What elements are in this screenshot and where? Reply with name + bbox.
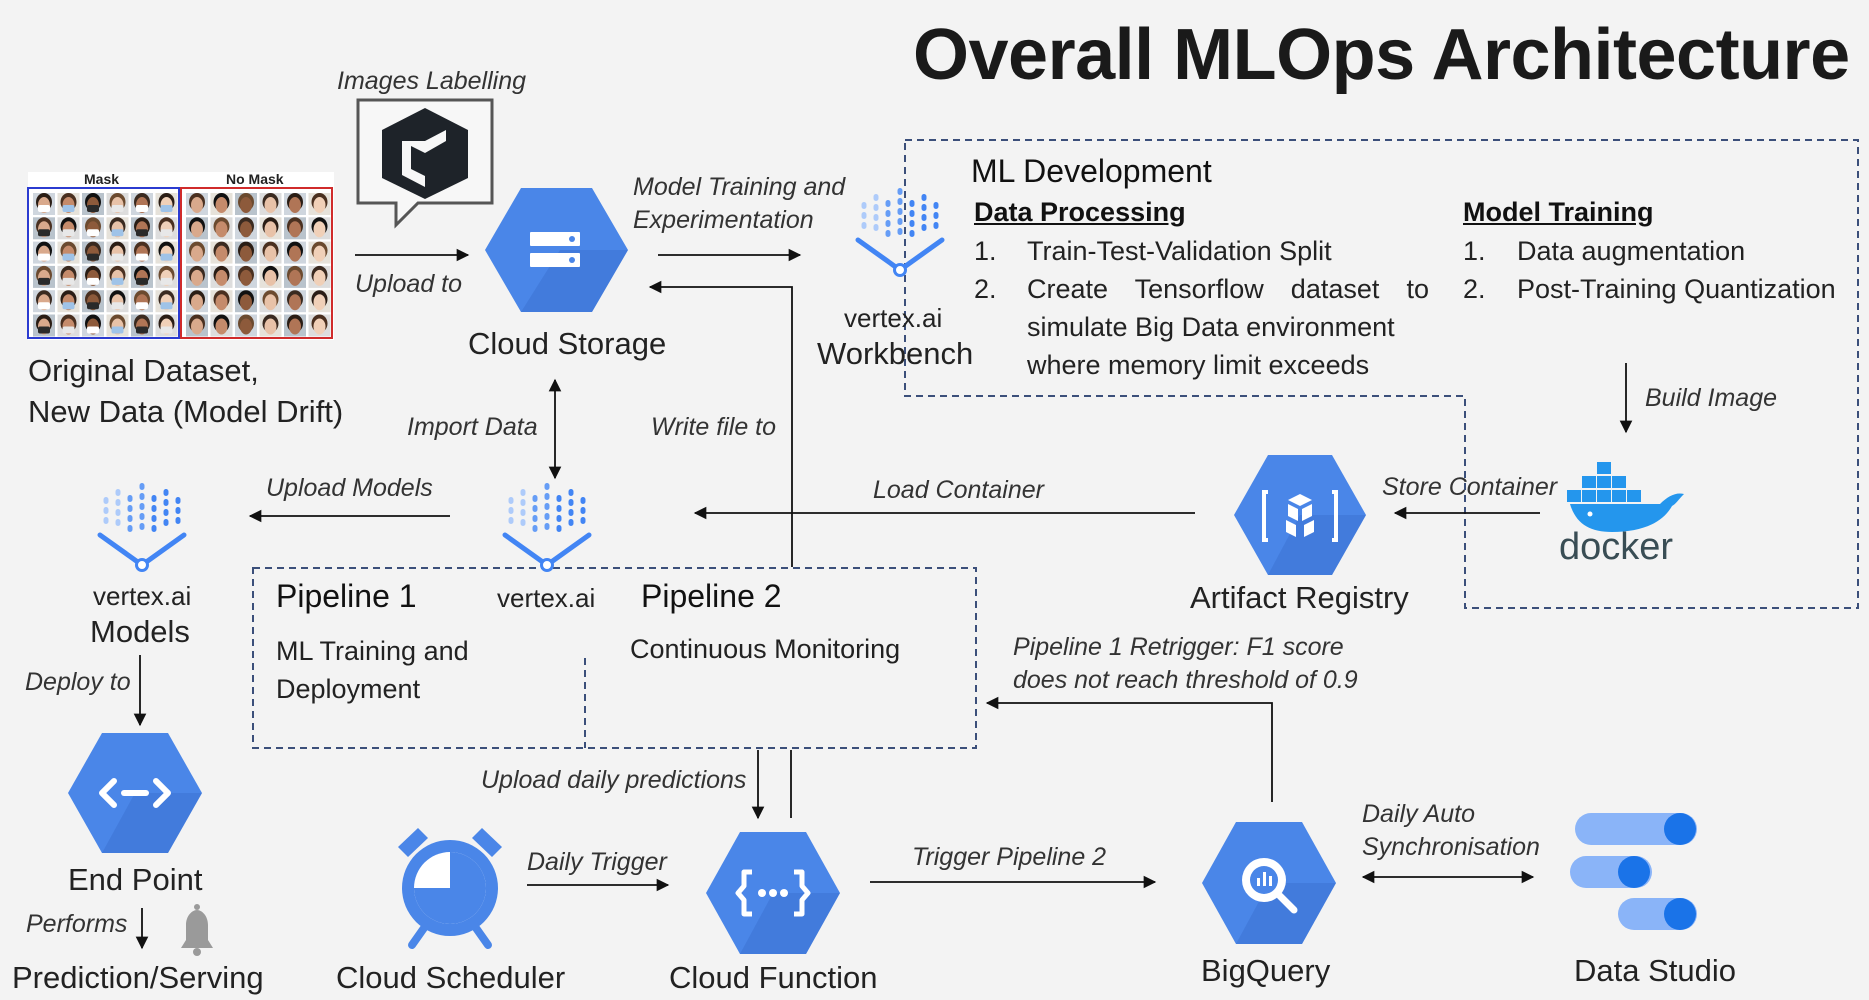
page-title: Overall MLOps Architecture <box>913 15 1850 95</box>
upload-to-label: Upload to <box>355 270 463 298</box>
workbench-brand: vertex.ai <box>844 303 943 333</box>
store-container-label: Store Container <box>1382 473 1558 501</box>
dp-item-2-line-1: Create Tensorflow dataset to <box>1027 274 1429 304</box>
dp-item-2-num: 2. <box>974 274 997 304</box>
bigquery-label: BigQuery <box>1201 953 1331 988</box>
labelling-icon <box>356 98 494 229</box>
model-training-label-2: Experimentation <box>633 206 814 234</box>
pipelines-box <box>252 567 977 749</box>
mt-item-2-text: Post-Training Quantization <box>1517 274 1836 304</box>
mask-label: Mask <box>84 171 120 187</box>
models-brand: vertex.ai <box>93 581 192 611</box>
upload-models-label: Upload Models <box>266 474 433 502</box>
workbench-label: Workbench <box>817 336 974 371</box>
upload-daily-label: Upload daily predictions <box>481 766 747 794</box>
dataset-thumbnail <box>27 172 334 340</box>
end-point-icon <box>68 733 202 853</box>
daily-sync-label-1: Daily Auto <box>1362 800 1476 828</box>
write-file-to-label: Write file to <box>651 413 777 441</box>
artifact-registry-icon <box>1234 455 1366 575</box>
artifact-registry-label: Artifact Registry <box>1190 580 1409 615</box>
docker-icon <box>1567 462 1684 532</box>
docker-wordmark: docker <box>1559 526 1674 568</box>
cloud-storage-icon <box>485 188 628 312</box>
dp-item-2-line-3: where memory limit exceeds <box>1027 350 1370 380</box>
pipelines-brand: vertex.ai <box>497 583 596 613</box>
pipeline-2-line-1: Continuous Monitoring <box>630 634 901 664</box>
cloud-function-icon <box>706 832 840 954</box>
pipeline-1-line-2: Deployment <box>276 674 421 704</box>
model-training-label-1: Model Training and <box>633 173 846 201</box>
no-mask-label: No Mask <box>226 171 284 187</box>
cloud-scheduler-label: Cloud Scheduler <box>336 960 566 995</box>
data-studio-icon <box>1570 813 1697 930</box>
pipeline-1-line-1: ML Training and <box>276 636 469 666</box>
daily-sync-label-2: Synchronisation <box>1362 833 1540 861</box>
mt-item-2-num: 2. <box>1463 274 1486 304</box>
retrigger-label-2: does not reach threshold of 0.9 <box>1013 666 1358 694</box>
mt-item-1-text: Data augmentation <box>1517 236 1746 266</box>
import-data-label: Import Data <box>407 413 538 441</box>
data-processing-heading: Data Processing <box>974 197 1186 227</box>
retrigger-label-1: Pipeline 1 Retrigger: F1 score <box>1013 633 1344 661</box>
dataset-caption-1: Original Dataset, <box>28 353 259 388</box>
vertex-ai-models-icon <box>97 483 187 572</box>
end-point-label: End Point <box>68 862 203 897</box>
dp-item-2-line-2: simulate Big Data environment <box>1027 312 1395 342</box>
edge-write-file <box>648 280 793 567</box>
pipeline-1-title: Pipeline 1 <box>276 578 417 614</box>
bell-icon <box>181 904 213 956</box>
dp-item-1-text: Train-Test-Validation Split <box>1027 236 1332 266</box>
ml-development-box <box>904 139 1859 609</box>
vertex-ai-workbench-icon <box>855 188 945 277</box>
build-image-label: Build Image <box>1645 384 1778 412</box>
mt-item-1-num: 1. <box>1463 236 1486 266</box>
load-container-label: Load Container <box>873 476 1044 504</box>
pipeline-2-title: Pipeline 2 <box>641 578 782 614</box>
images-labelling-label: Images Labelling <box>337 67 527 95</box>
model-training-heading: Model Training <box>1463 197 1654 227</box>
dataset-caption-2: New Data (Model Drift) <box>28 394 344 429</box>
models-label: Models <box>90 614 190 649</box>
bigquery-icon <box>1202 822 1336 944</box>
cloud-scheduler-icon <box>398 828 502 949</box>
trigger-pipeline2-label: Trigger Pipeline 2 <box>912 843 1107 871</box>
cloud-storage-label: Cloud Storage <box>468 326 667 361</box>
vertex-ai-pipelines-icon <box>502 483 592 572</box>
ml-development-heading: ML Development <box>971 153 1212 189</box>
cloud-function-label: Cloud Function <box>669 960 878 995</box>
edge-retrigger <box>985 696 1273 802</box>
dp-item-1-num: 1. <box>974 236 997 266</box>
deploy-to-label: Deploy to <box>25 668 131 696</box>
performs-label: Performs <box>26 910 128 938</box>
data-studio-label: Data Studio <box>1574 953 1736 988</box>
daily-trigger-label: Daily Trigger <box>527 848 667 876</box>
prediction-serving-label: Prediction/Serving <box>12 960 264 995</box>
